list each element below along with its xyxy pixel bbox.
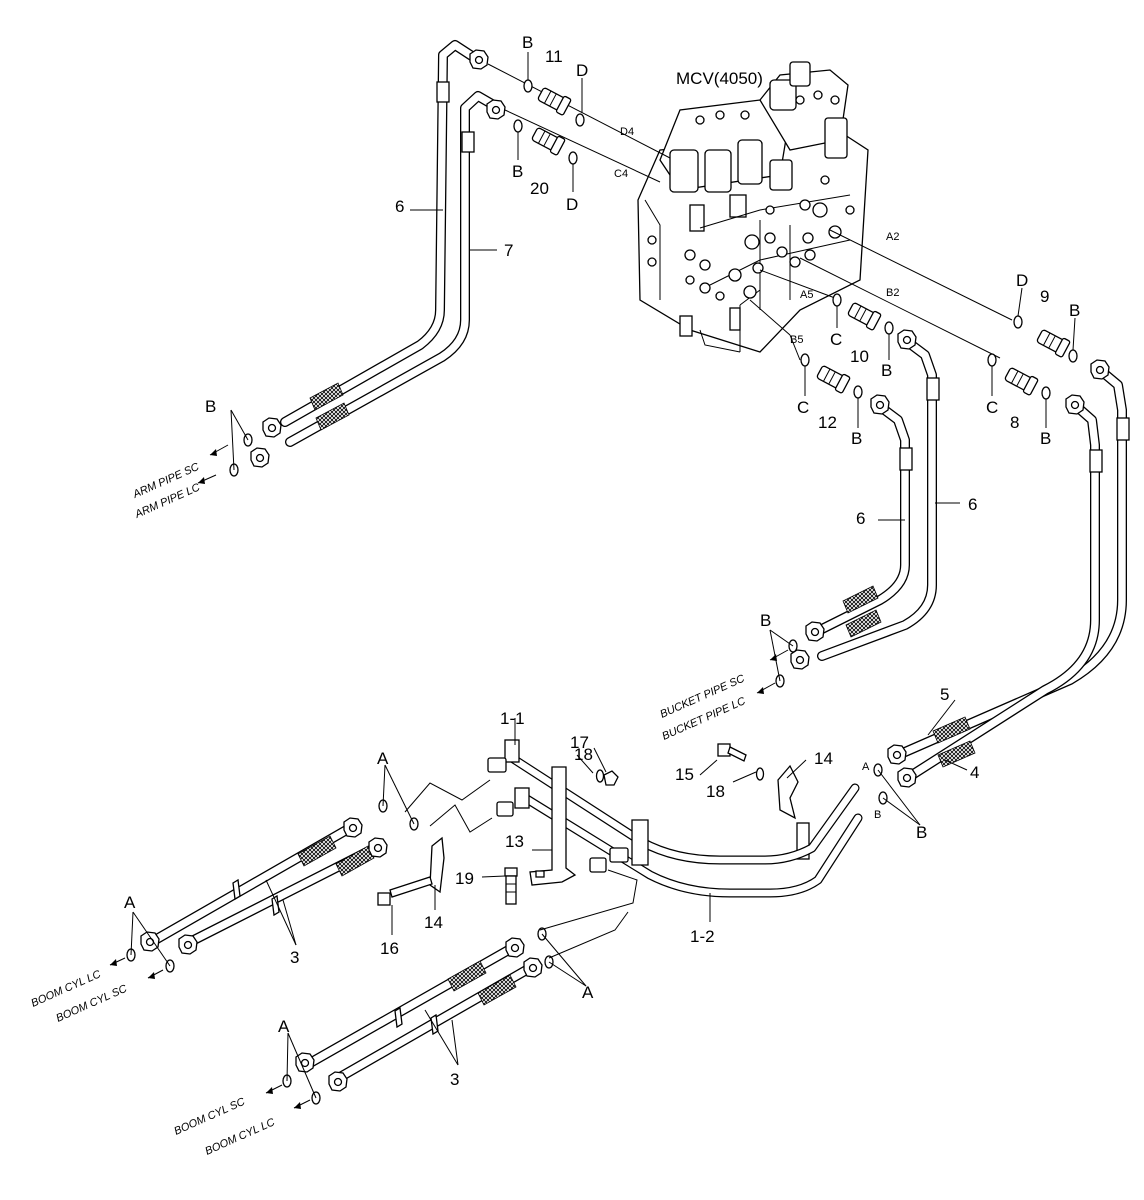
hose-4 — [907, 400, 1100, 780]
seal-letter-b-right: B — [916, 823, 927, 842]
seal-letter-d2: D — [566, 195, 578, 214]
port-label-b2: B2 — [886, 287, 899, 299]
seal-letter-b-small: B — [874, 809, 881, 821]
part-number-labels: 1-1 1-2 3 3 4 5 6 6 6 7 8 9 10 11 12 13 … — [290, 47, 1049, 1089]
hose-6-bucket-sc — [815, 400, 910, 635]
mcv-ports — [647, 90, 855, 301]
part-number-18b: 18 — [706, 782, 725, 801]
seal-letter-c3: C — [797, 398, 809, 417]
seal-letter-a-left: A — [124, 893, 136, 912]
part-number-15: 15 — [675, 765, 694, 784]
hose-grips — [297, 382, 976, 1006]
part-number-3b: 3 — [450, 1070, 459, 1089]
part-number-20: 20 — [530, 179, 549, 198]
hose-3-boom-upper — [150, 823, 380, 948]
clamp-14 — [429, 764, 799, 894]
seal-letter-b1: B — [522, 33, 533, 52]
nut-17 — [603, 770, 619, 786]
part-number-13: 13 — [505, 832, 524, 851]
washer-18 — [595, 767, 765, 783]
seal-letter-b6: B — [851, 429, 862, 448]
part-number-5: 5 — [940, 685, 949, 704]
part-number-1-2: 1-2 — [690, 927, 715, 946]
dest-boom-cyl-lc-2: BOOM CYL LC — [203, 1116, 276, 1157]
hose-sleeves — [232, 81, 1130, 1036]
seal-letter-labels: B D B D D B C B C B C B B B A A A A A B … — [124, 33, 1080, 1036]
port-label-d4: D4 — [620, 126, 634, 138]
seal-letter-c2: C — [986, 398, 998, 417]
part-number-6c: 6 — [968, 495, 977, 514]
port-label-b5: B5 — [790, 334, 803, 346]
port-labels: D4 C4 A2 B2 A5 B5 — [614, 126, 899, 346]
pipe-1-1 — [487, 739, 860, 865]
seal-letter-d3: D — [1016, 271, 1028, 290]
seal-letter-a-bottom: A — [278, 1017, 290, 1036]
hose-6-bucket-lc — [817, 335, 937, 661]
seal-letter-a-top: A — [377, 749, 389, 768]
bracket-13 — [529, 766, 649, 886]
callout-lines — [130, 209, 968, 1099]
hose-5 — [900, 365, 1127, 757]
bolt-15 — [717, 743, 747, 762]
part-number-6b: 6 — [856, 509, 865, 528]
seal-letter-b4: B — [881, 361, 892, 380]
seal-letter-c1: C — [830, 330, 842, 349]
seal-letter-a-mid: A — [582, 983, 594, 1002]
part-number-3a: 3 — [290, 948, 299, 967]
seal-letter-a-right: A — [862, 761, 870, 773]
part-number-17: 17 — [570, 733, 589, 752]
part-number-6a: 6 — [395, 197, 404, 216]
part-number-19: 19 — [455, 869, 474, 888]
pipe-1-2 — [496, 787, 863, 898]
seal-letter-b-arm: B — [205, 397, 216, 416]
leader-lines — [487, 63, 1013, 361]
bolt-16 — [377, 876, 433, 906]
seal-letter-b3: B — [1069, 301, 1080, 320]
part-number-8: 8 — [1010, 413, 1019, 432]
port-label-c4: C4 — [614, 168, 628, 180]
seal-letter-b-bucket: B — [760, 611, 771, 630]
destination-labels: ARM PIPE SC ARM PIPE LC BUCKET PIPE SC B… — [29, 444, 789, 1158]
part-number-9: 9 — [1040, 287, 1049, 306]
part-number-14a: 14 — [424, 913, 443, 932]
seal-letter-b5: B — [1040, 429, 1051, 448]
part-number-12: 12 — [818, 413, 837, 432]
hose-7-arm — [285, 91, 502, 447]
hose-3-boom-lower — [305, 943, 535, 1085]
part-number-18a: 18 — [574, 745, 593, 764]
seal-letter-b2: B — [512, 162, 523, 181]
mcv-valve-block — [637, 61, 869, 353]
part-number-1-1: 1-1 — [500, 709, 525, 728]
mcv-title: MCV(4050) — [676, 69, 763, 88]
part-number-4: 4 — [970, 763, 979, 782]
port-label-a2: A2 — [886, 231, 899, 243]
part-number-10: 10 — [850, 347, 869, 366]
part-number-7: 7 — [504, 241, 513, 260]
seal-letter-d1: D — [576, 61, 588, 80]
hose-end-fittings — [140, 49, 1110, 1092]
part-number-16: 16 — [380, 939, 399, 958]
grease-nipple-19 — [504, 867, 518, 905]
part-number-11: 11 — [545, 47, 563, 66]
hose-6-arm — [280, 40, 483, 427]
part-number-14b: 14 — [814, 749, 833, 768]
port-label-a5: A5 — [800, 289, 813, 301]
